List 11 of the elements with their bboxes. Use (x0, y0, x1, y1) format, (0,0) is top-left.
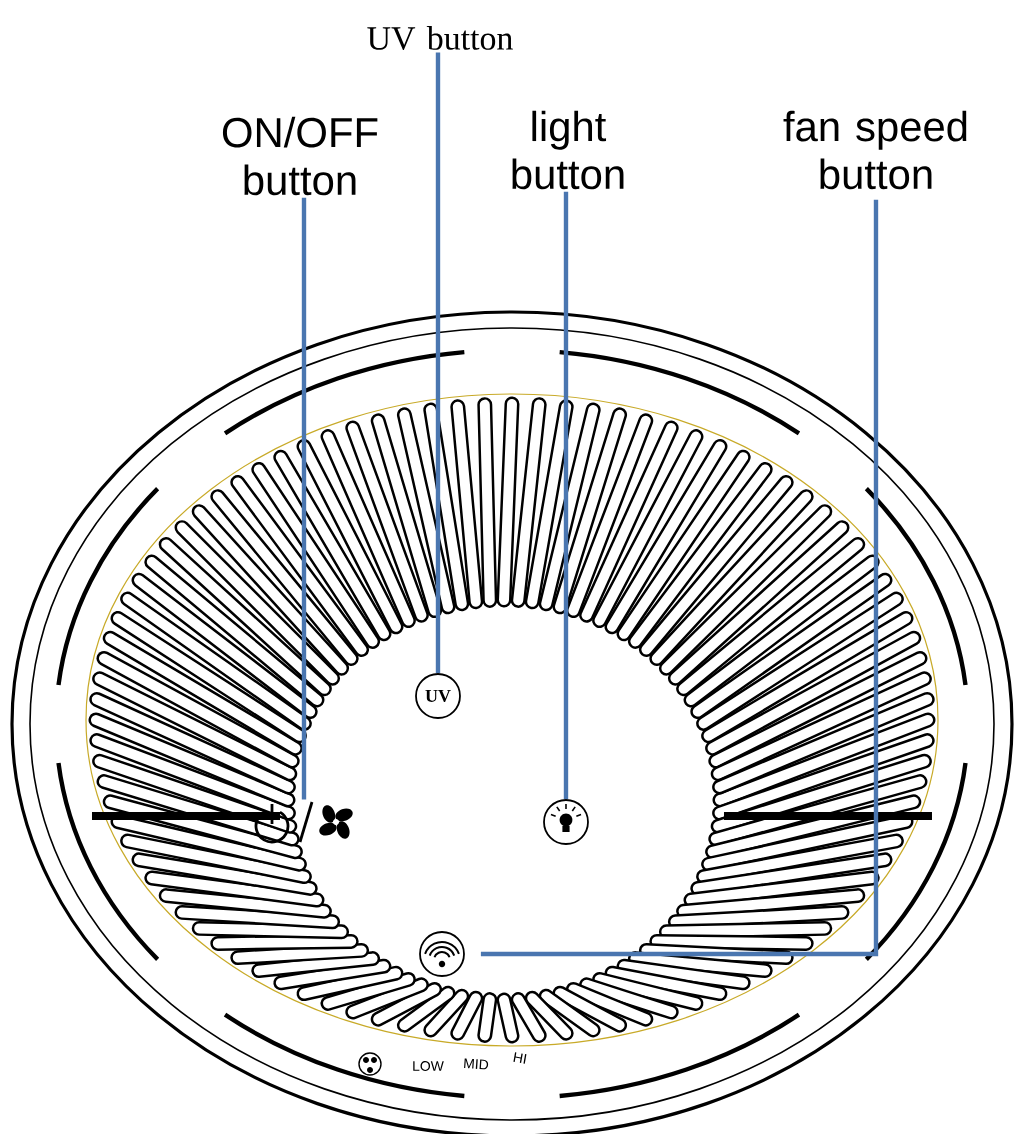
button-icon (543, 799, 589, 845)
power-fan-icon (254, 801, 353, 844)
leader-line (563, 191, 569, 800)
leader-line (480, 199, 879, 957)
leader-line (435, 52, 441, 674)
callout-label: light button (512, 110, 624, 190)
leader-line (301, 197, 307, 800)
callout-label: UV button (367, 26, 513, 50)
callout-label: fan speed button (783, 110, 967, 190)
button-icon (419, 931, 465, 977)
callout-label: ON/OFF button (222, 116, 378, 196)
